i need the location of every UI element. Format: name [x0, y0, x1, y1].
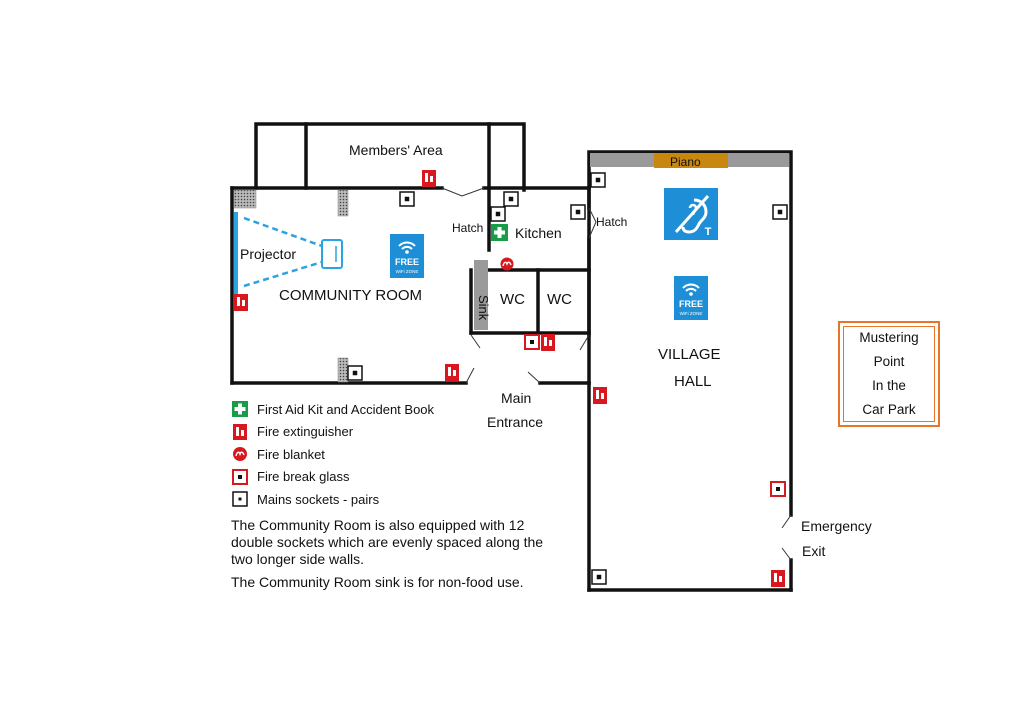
fire-extinguishers [234, 170, 785, 587]
fire-extinguisher-icon [234, 294, 248, 311]
mains-socket-icon [590, 172, 606, 188]
fire-extinguisher-icon [541, 334, 555, 351]
hearing-loop-letter: T [705, 226, 712, 238]
legend-row-fire-extinguisher: Fire extinguisher [232, 421, 562, 444]
wc-right-label: WC [547, 291, 572, 308]
wifi-sign-hall: FREE WiFi ZONE [674, 276, 708, 320]
kitchen-label: Kitchen [515, 225, 562, 241]
main-entrance-label-line1: Main [501, 390, 532, 406]
mains-socket-icon [503, 191, 519, 207]
fire-break-glass-icon [770, 481, 786, 497]
sink-note: The Community Room sink is for non-food … [231, 574, 524, 590]
mains-sockets [347, 172, 788, 585]
fire-extinguisher-icon [445, 364, 459, 381]
legend-row-mains-socket: Mains sockets - pairs [232, 488, 562, 511]
wifi-zone-text: WiFi ZONE [396, 269, 419, 274]
fire-extinguisher-icon [422, 170, 436, 187]
projector-label: Projector [240, 246, 297, 262]
legend-label: First Aid Kit and Accident Book [257, 401, 435, 417]
mustering-line: Car Park [862, 402, 916, 417]
fire-extinguisher-icon [233, 423, 247, 440]
mustering-point-box: Mustering Point In the Car Park [838, 321, 940, 427]
mains-socket-icon [772, 204, 788, 220]
wifi-sign-community: FREE WiFi ZONE [390, 234, 424, 278]
sink-counter [474, 260, 488, 330]
wifi-free-text: FREE [679, 299, 703, 309]
main-entrance-label-line2: Entrance [487, 414, 544, 430]
mains-socket-icon [591, 569, 607, 585]
first-aid-icon [232, 401, 248, 418]
mustering-line: Point [873, 354, 905, 369]
piano-block [654, 153, 728, 168]
hatch-left-label: Hatch [452, 221, 484, 235]
sink-label: Sink [476, 295, 491, 321]
legend-label: Fire break glass [257, 469, 350, 485]
emergency-exit-label-line2: Exit [802, 543, 826, 559]
legend: First Aid Kit and Accident Book Fire ext… [232, 398, 562, 511]
piano-label: Piano [670, 155, 701, 169]
sockets-note: The Community Room is also equipped with… [231, 517, 544, 567]
mains-socket-icon [232, 491, 248, 507]
projector-icon [321, 239, 343, 269]
mains-socket-icon [399, 191, 415, 207]
legend-row-fire-blanket: Fire blanket [232, 443, 562, 466]
fire-extinguisher-icon [593, 387, 607, 404]
members-area-label: Members' Area [349, 142, 443, 158]
fire-blanket-icon [500, 257, 514, 271]
projector [234, 212, 343, 294]
fire-break-glass [524, 334, 786, 497]
mustering-line: In the [872, 378, 906, 393]
mains-socket-icon [570, 204, 586, 220]
emergency-exit-label-line1: Emergency [801, 518, 872, 534]
legend-row-fire-break-glass: Fire break glass [232, 466, 562, 489]
hatch-right-label: Hatch [596, 215, 628, 229]
wifi-free-text: FREE [395, 257, 419, 267]
village-hall-label-line1: VILLAGE [658, 346, 721, 363]
partition-strips [233, 153, 789, 383]
mains-socket-icon [490, 206, 506, 222]
legend-label: Fire blanket [257, 446, 325, 462]
hearing-loop-icon: T [664, 188, 718, 240]
wc-left-label: WC [500, 291, 525, 308]
legend-label: Fire extinguisher [257, 424, 354, 440]
legend-row-first-aid: First Aid Kit and Accident Book [232, 398, 562, 421]
fire-break-glass-icon [524, 334, 540, 350]
mustering-line: Mustering [859, 330, 919, 345]
community-room-label: COMMUNITY ROOM [279, 287, 423, 304]
legend-label: Mains sockets - pairs [257, 491, 380, 507]
doors [441, 187, 792, 561]
fire-extinguisher-icon [771, 570, 785, 587]
wifi-zone-text: WiFi ZONE [680, 311, 703, 316]
first-aid-icon [491, 224, 508, 241]
village-hall-label-line2: HALL [674, 373, 712, 390]
fire-blanket-icon [233, 447, 247, 462]
mains-socket-icon [347, 365, 363, 381]
fire-break-glass-icon [232, 468, 248, 485]
